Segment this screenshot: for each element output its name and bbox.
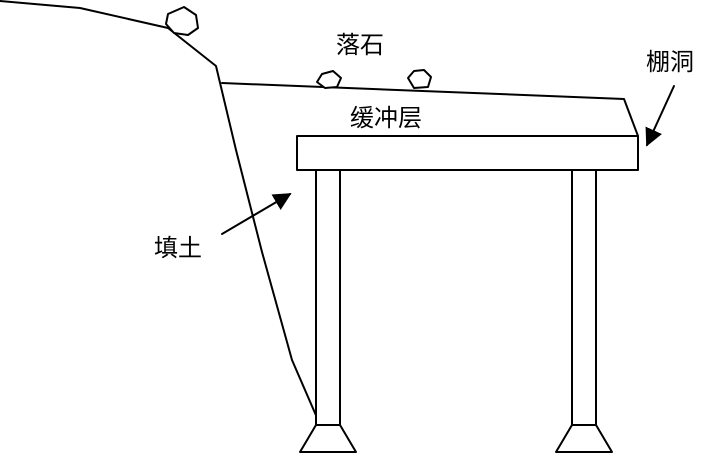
shed-tunnel-label: 棚洞 <box>646 48 694 76</box>
shed-tunnel-arrow <box>645 85 675 147</box>
rock-on-slope <box>165 6 199 36</box>
rock-left <box>316 70 342 89</box>
right-footing <box>555 424 613 453</box>
buffer-layer-surface <box>221 82 639 137</box>
fill-soil-label: 填土 <box>154 234 202 262</box>
buffer-layer-label: 缓冲层 <box>350 104 422 132</box>
left-footing <box>299 424 357 453</box>
left-column <box>315 169 341 426</box>
slope-line <box>0 0 319 421</box>
fill-soil-arrow <box>221 193 292 235</box>
right-column <box>571 169 597 426</box>
falling-rock-label: 落石 <box>336 31 384 59</box>
rock-right <box>407 69 432 89</box>
roof-slab <box>296 135 639 171</box>
